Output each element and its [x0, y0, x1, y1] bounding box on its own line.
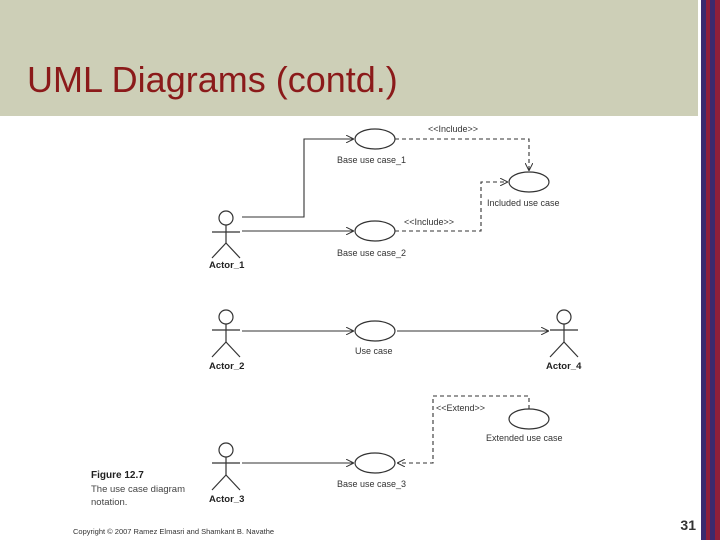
- actor-4: Actor_4: [546, 309, 582, 372]
- stick-figure-icon: [211, 442, 241, 491]
- slide-title: UML Diagrams (contd.): [27, 59, 398, 100]
- figure-caption: Figure 12.7 The use case diagram notatio…: [91, 470, 185, 508]
- decorative-stripe-purple-1: [701, 0, 706, 540]
- decorative-stripe-gap: [698, 0, 701, 540]
- caption-line-2: notation.: [91, 497, 127, 508]
- use-case-base-2-label: Base use case_2: [337, 248, 406, 258]
- association-actor1-base1: [242, 139, 353, 218]
- actor-1: Actor_1: [209, 210, 245, 271]
- figure-number: Figure 12.7: [91, 470, 144, 481]
- copyright-footer: Copyright © 2007 Ramez Elmasri and Shamk…: [73, 527, 275, 536]
- use-case-base-1: [354, 128, 396, 150]
- use-case-base-3-label: Base use case_3: [337, 479, 406, 489]
- use-case-extended: [508, 408, 550, 430]
- actor-3-label: Actor_3: [209, 494, 244, 505]
- use-case-base-1-label: Base use case_1: [337, 155, 406, 165]
- decorative-stripe-maroon-1: [706, 0, 710, 540]
- use-case-extended-label: Extended use case: [486, 433, 563, 443]
- use-case-base-3: [354, 452, 396, 474]
- extend-dependency: [398, 395, 530, 463]
- title-bar: UML Diagrams (contd.): [0, 0, 698, 116]
- include-dependency-1: [395, 138, 529, 170]
- decorative-stripe-purple-2: [710, 0, 715, 540]
- actor-1-label: Actor_1: [209, 260, 245, 271]
- use-case-included-label: Included use case: [487, 198, 560, 208]
- slide-number: 31: [680, 517, 696, 533]
- stick-figure-icon: [211, 210, 241, 259]
- include-label-2: <<Include>>: [404, 217, 454, 227]
- actor-2-label: Actor_2: [209, 361, 244, 372]
- use-case-base-2: [354, 220, 396, 242]
- use-case-main-label: Use case: [355, 346, 393, 356]
- stick-figure-icon: [211, 309, 241, 358]
- caption-line-1: The use case diagram: [91, 484, 185, 495]
- stick-figure-icon: [549, 309, 579, 358]
- use-case-main: [354, 320, 396, 342]
- extend-label: <<Extend>>: [436, 403, 485, 413]
- actor-3: Actor_3: [209, 442, 244, 505]
- use-case-diagram: Actor_1 Actor_2 Actor_3: [91, 124, 582, 508]
- include-label-1: <<Include>>: [428, 124, 478, 134]
- actor-4-label: Actor_4: [546, 361, 582, 372]
- decorative-stripe-maroon-2: [715, 0, 720, 540]
- actor-2: Actor_2: [209, 309, 244, 372]
- use-case-included: [508, 171, 550, 193]
- include-dependency-2: [395, 182, 507, 232]
